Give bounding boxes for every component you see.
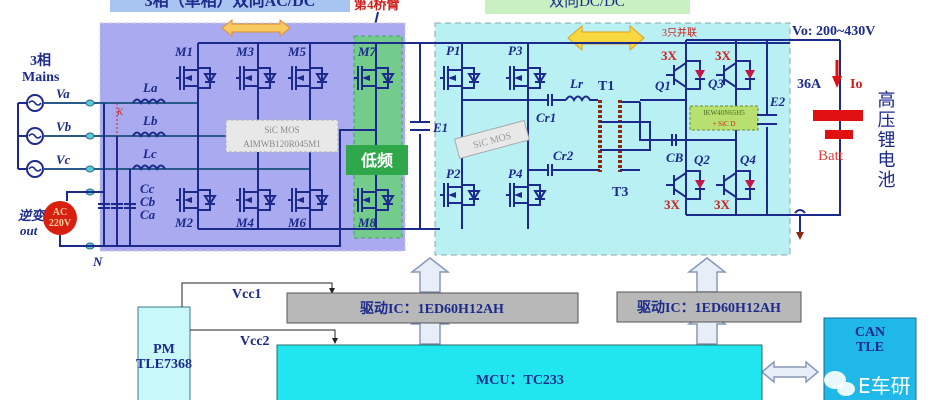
- label-p4: P4: [508, 166, 523, 181]
- mcu-box: [276, 344, 763, 400]
- sic-mos-acdc-line1: SiC MOS: [264, 125, 299, 135]
- neutral-label: N: [92, 254, 103, 269]
- sine-wave-icon: [28, 100, 42, 172]
- sic-mos-acdc-line2: AIMWB120R045M1: [243, 139, 321, 149]
- phase-vc: Vc: [56, 152, 71, 167]
- battery-plate-positive: [813, 110, 863, 121]
- wechat-watermark: E车研: [824, 371, 911, 398]
- multiplier-q3: 3X: [715, 48, 732, 63]
- igbt-part-line2: + SiC D: [712, 120, 735, 128]
- label-m6: M6: [287, 215, 307, 230]
- label-m8: M8: [357, 215, 377, 230]
- pm-label: PM: [153, 342, 175, 357]
- dcdc-title-box: 双向DC/DC: [485, 0, 690, 14]
- ac-220v-source: [43, 201, 77, 235]
- label-q4: Q4: [740, 152, 756, 167]
- label-t1: T1: [598, 79, 614, 94]
- inductor-la: La: [142, 80, 158, 95]
- inductor-lc: Lc: [142, 146, 157, 161]
- multiplier-q1: 3X: [661, 48, 678, 63]
- terminals: [85, 99, 95, 250]
- label-cb: CB: [666, 150, 684, 165]
- multiplier-q2: 3X: [664, 197, 681, 212]
- current-arrow-icon: [832, 76, 842, 88]
- fourth-leg-label: 第4桥臂: [354, 0, 400, 12]
- can-label: CAN: [855, 325, 885, 340]
- cap-ca: Ca: [140, 207, 156, 222]
- low-freq-label: 低频: [360, 151, 393, 170]
- battery-description: 高压锂电池: [875, 90, 896, 190]
- battery-current: 36A: [797, 77, 822, 92]
- dcdc-title: 双向DC/DC: [549, 0, 625, 10]
- vcc2-label: Vcc2: [240, 334, 270, 349]
- multiplier-q4: 3X: [714, 197, 731, 212]
- current-label-io: Io: [850, 77, 862, 92]
- inverter-out-label2: out: [20, 223, 38, 238]
- can-part: TLE: [856, 340, 884, 355]
- label-e1: E1: [432, 120, 448, 135]
- phase-va: Va: [56, 86, 70, 101]
- cap-cb: Cb: [140, 194, 156, 209]
- acdc-title: 3相（单相）双向AC/DC: [145, 0, 316, 10]
- transformer-icon: [598, 100, 690, 172]
- battery-plate-negative: [825, 130, 853, 139]
- signal-arrows: [409, 257, 820, 384]
- inductors: [132, 98, 166, 172]
- label-p1: P1: [446, 43, 460, 58]
- output-voltage: Vo: 200~430V: [792, 24, 875, 39]
- cap-e1: [410, 43, 430, 229]
- low-freq-badge: [346, 145, 408, 175]
- ground-arrow-icon: [796, 232, 804, 240]
- ac-source-label: AC: [53, 207, 67, 218]
- mains-label-3ph: 3相: [30, 52, 51, 69]
- label-q1: Q1: [655, 78, 671, 93]
- label-q3: Q3: [708, 76, 724, 91]
- mains-label: Mains: [22, 70, 60, 85]
- label-m3: M3: [235, 44, 255, 59]
- vcc1-label: Vcc1: [232, 287, 262, 302]
- resonant-caps: [545, 94, 600, 176]
- cap-cc: Cc: [140, 181, 155, 196]
- label-m1: M1: [174, 44, 193, 59]
- acdc-title-box: 3相（单相）双向AC/DC: [110, 0, 350, 12]
- sic-mos-label-dcdc: SiC MOS: [453, 119, 530, 160]
- label-t3: T3: [612, 185, 628, 200]
- pm-part: TLE7368: [136, 357, 192, 372]
- phase-vb: Vb: [56, 119, 72, 134]
- igbt-part-label: IKW40N65H5 + SiC D: [689, 105, 759, 131]
- label-e2: E2: [769, 94, 786, 109]
- label-cr2: Cr2: [553, 148, 574, 163]
- cap-e2: [757, 40, 777, 215]
- sic-mos-label-acdc: SiC MOS AIMWB120R045M1: [225, 119, 339, 153]
- bidirectional-arrow-acdc: [221, 18, 291, 38]
- supply-lines: [181, 282, 336, 340]
- driver-ic-1-label: 驱动IC：1ED60H12AH: [360, 300, 504, 317]
- inductor-lb: Lb: [142, 113, 158, 128]
- label-cr1: Cr1: [536, 110, 556, 125]
- label-p3: P3: [508, 43, 523, 58]
- resonant-inductor: [565, 95, 598, 103]
- driver-ic-1: [286, 292, 579, 324]
- mains-sources: [26, 94, 44, 178]
- label-m4: M4: [235, 215, 255, 230]
- label-p2: P2: [446, 166, 461, 181]
- driver-ic-2: [616, 291, 802, 323]
- label-lr: Lr: [569, 76, 584, 91]
- label-m2: M2: [174, 215, 194, 230]
- label-m5: M5: [287, 44, 307, 59]
- watermark-text: E车研: [858, 374, 911, 398]
- igbt-part-line1: IKW40N65H5: [703, 109, 745, 117]
- ac-source-voltage: 220V: [49, 218, 72, 229]
- mcu-label: MCU：TC233: [476, 373, 564, 388]
- relay-k: K: [116, 107, 124, 117]
- battery-label: Batt: [818, 148, 844, 164]
- label-m7: M7: [357, 44, 377, 59]
- inverter-out-label: 逆变: [18, 208, 46, 223]
- parallel-note: 3只并联: [662, 26, 697, 39]
- driver-ic-2-label: 驱动IC：1ED60H12AH: [637, 299, 781, 316]
- pm-box: [137, 306, 191, 400]
- label-q2: Q2: [694, 152, 710, 167]
